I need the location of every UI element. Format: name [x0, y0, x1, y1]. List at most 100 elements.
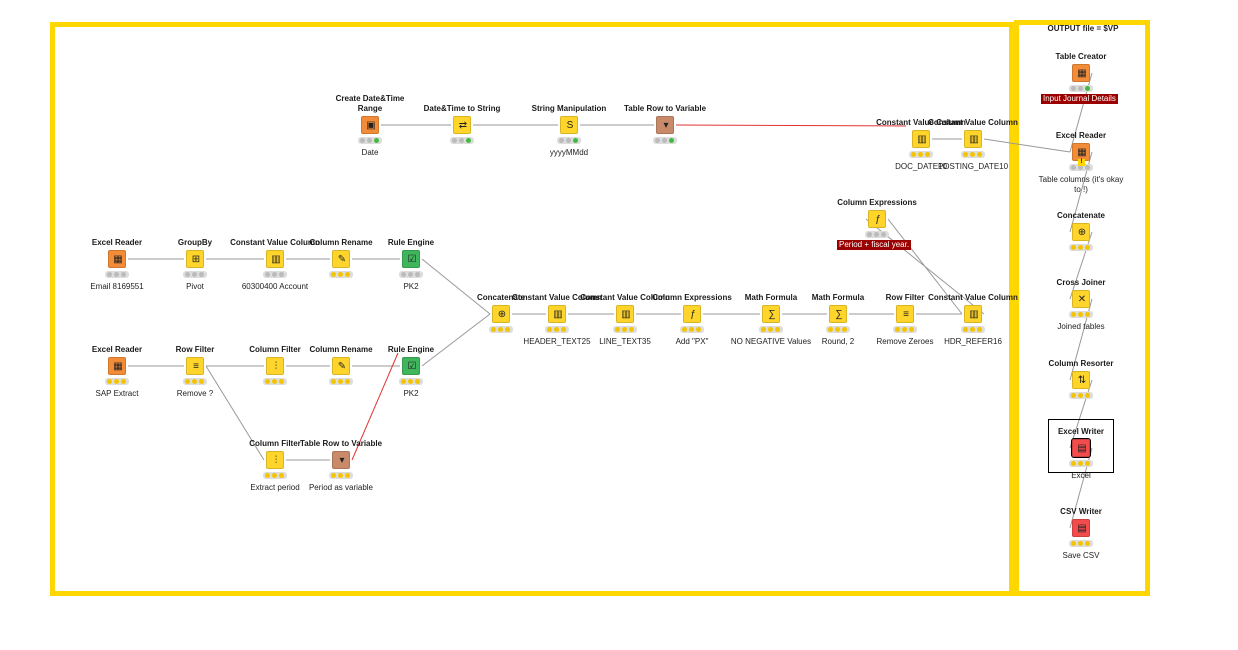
output-annotation-label: OUTPUT file = $VP — [1047, 24, 1119, 33]
node-icon-box[interactable]: ▥ — [548, 305, 566, 323]
node-title: Column Rename — [309, 345, 373, 354]
status-traffic-light — [1069, 392, 1093, 399]
status-light — [272, 272, 277, 277]
status-traffic-light — [105, 271, 129, 278]
node-title: Rule Engine — [387, 345, 435, 354]
node-icon-box[interactable]: ▣ — [361, 116, 379, 134]
node-icon-box[interactable]: ⫶ — [266, 357, 284, 375]
node-icon-box[interactable]: ⇅ — [1072, 371, 1090, 389]
status-light — [689, 327, 694, 332]
status-light — [842, 327, 847, 332]
node-title: Rule Engine — [387, 238, 435, 247]
node-icon-box[interactable]: ▦ — [108, 357, 126, 375]
status-light — [1078, 165, 1083, 170]
variable-connection[interactable] — [675, 124, 907, 127]
node-icon-box[interactable]: ≡ — [186, 357, 204, 375]
data-connection[interactable] — [983, 138, 1071, 153]
node-icon-box[interactable]: S — [560, 116, 578, 134]
row-filter-icon: ≡ — [193, 361, 199, 372]
status-light — [185, 379, 190, 384]
data-connection[interactable] — [1069, 379, 1093, 449]
node-title: Math Formula — [811, 293, 865, 302]
status-traffic-light — [865, 231, 889, 238]
variable-connection[interactable] — [351, 352, 399, 461]
data-connection[interactable] — [421, 258, 491, 315]
status-light — [925, 152, 930, 157]
node-icon-box[interactable]: ✎ — [332, 250, 350, 268]
status-light — [1071, 541, 1076, 546]
node-label: DOC_DATE10 — [895, 162, 947, 171]
node-label: 60300400 Account — [241, 282, 309, 291]
status-light — [561, 327, 566, 332]
status-light — [192, 272, 197, 277]
node-icon-box[interactable]: ƒ — [868, 210, 886, 228]
status-light — [662, 138, 667, 143]
expression-icon: ƒ — [690, 309, 696, 320]
node-title: Table Row to Variable — [299, 439, 383, 448]
status-light — [107, 272, 112, 277]
node-error-badge: Period + fiscal year. — [837, 240, 912, 250]
status-light — [1071, 461, 1076, 466]
status-light — [408, 379, 413, 384]
status-light — [185, 272, 190, 277]
calendar-icon: ▣ — [366, 120, 376, 131]
node-label: Period as variable — [308, 483, 374, 492]
data-connection[interactable] — [205, 365, 265, 461]
data-connection[interactable] — [1069, 231, 1093, 300]
node-label: Remove ? — [176, 389, 214, 398]
node-icon-box[interactable]: ∑ — [829, 305, 847, 323]
node-icon-box[interactable]: ☑ — [402, 250, 420, 268]
node-icon-box[interactable]: ▥ — [912, 130, 930, 148]
status-light — [199, 272, 204, 277]
node-icon-box[interactable]: ▥ — [616, 305, 634, 323]
node-icon-box[interactable]: ⊞ — [186, 250, 204, 268]
status-light — [121, 272, 126, 277]
node-icon-box[interactable]: ▤ — [1071, 438, 1091, 458]
status-traffic-light — [653, 137, 677, 144]
status-light — [547, 327, 552, 332]
node-icon-box[interactable]: ⫶ — [266, 451, 284, 469]
workflow-annotation-output[interactable] — [1014, 20, 1150, 596]
status-light — [1085, 461, 1090, 466]
excel-reader-icon: ▦ — [113, 254, 123, 265]
node-icon-box[interactable]: ▥ — [266, 250, 284, 268]
node-title: Date&Time to String — [423, 104, 501, 113]
node-icon-box[interactable]: ▾ — [656, 116, 674, 134]
node-title: Excel Reader — [1055, 131, 1107, 140]
status-light — [629, 327, 634, 332]
status-light — [1078, 393, 1083, 398]
status-light — [199, 379, 204, 384]
status-light — [1078, 245, 1083, 250]
node-icon-box[interactable]: ⇄ — [453, 116, 471, 134]
node-icon-box[interactable]: ✕ — [1072, 290, 1090, 308]
data-connection[interactable] — [421, 313, 491, 367]
workflow-annotation-main[interactable] — [50, 22, 1014, 596]
status-light — [1078, 312, 1083, 317]
node-icon-box[interactable]: ☑ — [402, 357, 420, 375]
status-light — [408, 272, 413, 277]
status-light — [828, 327, 833, 332]
node-icon-box[interactable]: ▥ — [964, 130, 982, 148]
node-icon-box[interactable]: ≡ — [896, 305, 914, 323]
status-light — [491, 327, 496, 332]
node-icon-box[interactable]: ▦ — [108, 250, 126, 268]
node-icon-box[interactable]: ⊕ — [1072, 223, 1090, 241]
node-icon-box[interactable]: ▤ — [1072, 519, 1090, 537]
node-icon-box[interactable]: ▾ — [332, 451, 350, 469]
status-traffic-light — [893, 326, 917, 333]
node-label: Email 8169551 — [90, 282, 144, 291]
node-title: Excel Reader — [91, 238, 143, 247]
node-icon-box[interactable]: ƒ — [683, 305, 701, 323]
node-icon-box[interactable]: ▦ — [1072, 64, 1090, 82]
node-icon-box[interactable]: ⊕ — [492, 305, 510, 323]
node-title: Column Filter — [249, 345, 301, 354]
node-icon-box[interactable]: ▥ — [964, 305, 982, 323]
status-light — [279, 379, 284, 384]
node-icon-box[interactable]: ✎ — [332, 357, 350, 375]
status-light — [1071, 393, 1076, 398]
node-title: CSV Writer — [1060, 507, 1102, 516]
status-light — [1085, 245, 1090, 250]
node-icon-box[interactable]: ∑ — [762, 305, 780, 323]
status-light — [415, 272, 420, 277]
